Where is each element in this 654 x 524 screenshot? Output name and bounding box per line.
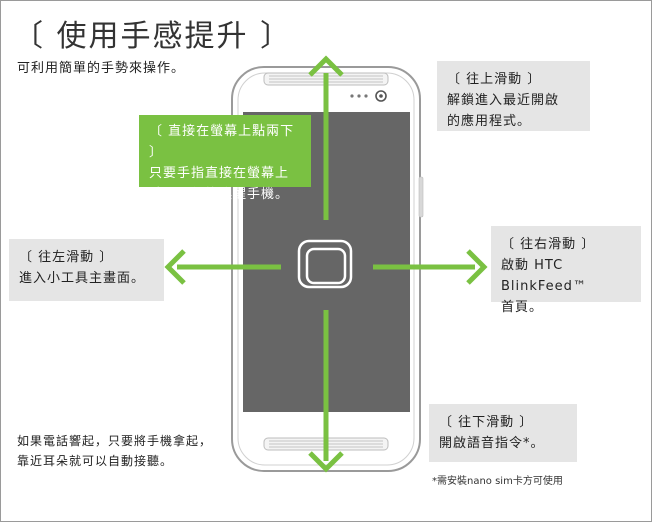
swipe-left-heading: 〔 往左滑動 〕 (19, 250, 114, 265)
swipe-down-body: 開啟語音指令*。 (439, 436, 545, 451)
arrow-left-icon (164, 249, 281, 285)
arrow-down-icon (308, 310, 344, 473)
double-tap-body: 只要手指直接在螢幕上 點兩下便能喚醒手機。 (149, 166, 290, 202)
swipe-down-heading: 〔 往下滑動 〕 (439, 415, 534, 430)
swipe-down-callout: 〔 往下滑動 〕 開啟語音指令*。 (429, 404, 577, 462)
swipe-right-callout: 〔 往右滑動 〕 啟動 HTC BlinkFeed™ 首頁。 (491, 226, 641, 315)
nano-sim-footnote: *需安裝nano sim卡方可使用 (432, 476, 563, 487)
swipe-right-body: 啟動 HTC BlinkFeed™ 首頁。 (501, 258, 587, 315)
swipe-right-heading: 〔 往右滑動 〕 (501, 237, 596, 252)
swipe-up-callout: 〔 往上滑動 〕 解鎖進入最近開啟 的應用程式。 (437, 61, 590, 131)
arrow-up-icon (308, 55, 344, 220)
page-subtitle: 可利用簡單的手勢來操作。 (17, 61, 186, 76)
swipe-up-body: 解鎖進入最近開啟 的應用程式。 (447, 93, 560, 129)
arrow-right-icon (373, 249, 488, 285)
swipe-up-heading: 〔 往上滑動 〕 (447, 72, 542, 87)
page-title: 〔 使用手感提升 〕 (13, 19, 293, 54)
swipe-left-body: 進入小工具主畫面。 (19, 271, 146, 286)
call-pickup-tip: 如果電話響起，只要將手機拿起， 靠近耳朵就可以自動接聽。 (17, 434, 213, 468)
double-tap-heading: 〔 直接在螢幕上點兩下 〕 (149, 124, 295, 160)
double-tap-icon (297, 239, 353, 289)
double-tap-callout: 〔 直接在螢幕上點兩下 〕 只要手指直接在螢幕上 點兩下便能喚醒手機。 (139, 115, 311, 202)
swipe-left-callout: 〔 往左滑動 〕 進入小工具主畫面。 (9, 239, 164, 301)
